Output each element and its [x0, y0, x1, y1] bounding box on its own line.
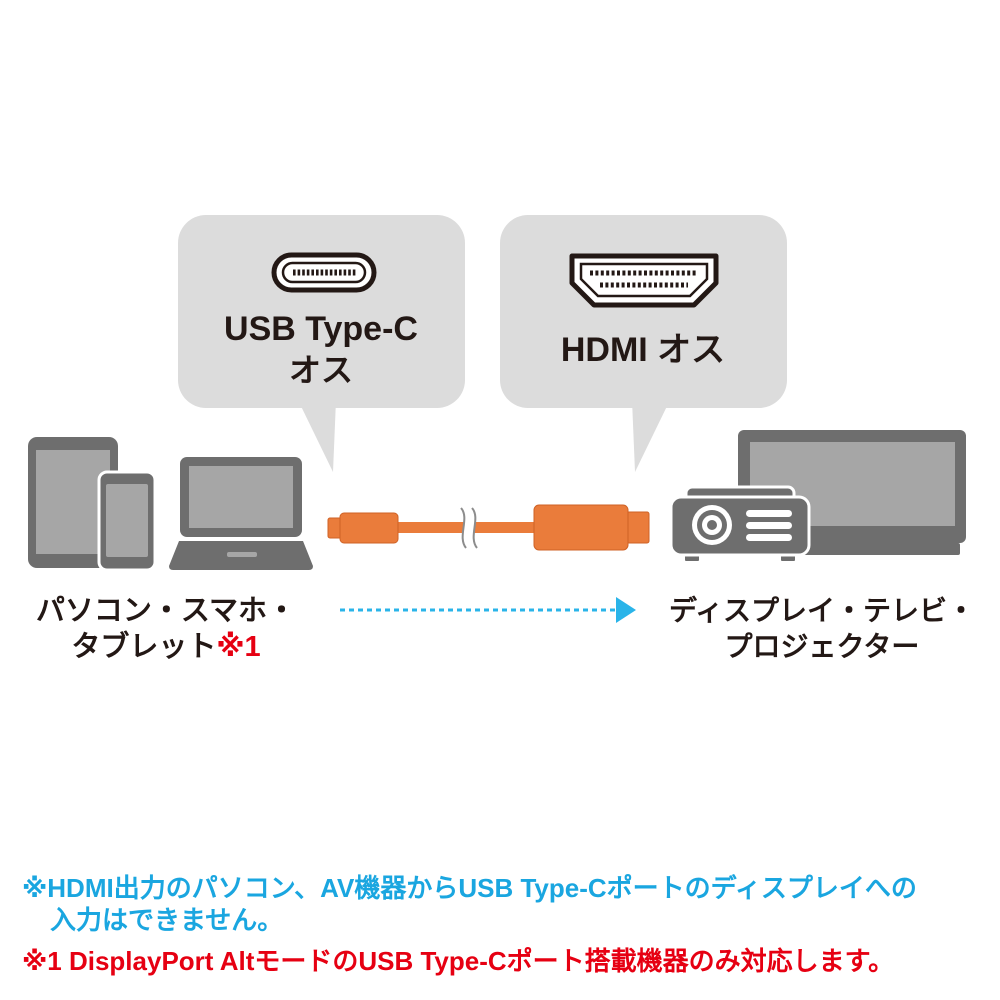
- caution-note-line2: 入力はできません。: [50, 905, 284, 935]
- source-devices-label-line1: パソコン・スマホ・: [35, 595, 297, 627]
- hdmi-connector-label: HDMI オス: [560, 331, 726, 369]
- smartphone-icon: [97, 470, 157, 572]
- footnote-1: ※1 DisplayPort AltモードのUSB Type-Cポート搭載機器の…: [22, 946, 895, 976]
- usb-c-to-hdmi-cable-icon: [327, 504, 650, 551]
- usb-type-c-connector-icon: [271, 252, 377, 293]
- target-devices-label-line2: プロジェクター: [724, 631, 920, 662]
- usb-c-connector-label: USB Type-C: [224, 310, 418, 348]
- source-devices-label-line2: タブレット※1: [71, 633, 260, 662]
- usb-c-gender-label: オス: [288, 352, 354, 388]
- laptop-icon: [169, 457, 313, 570]
- cable-break-mark: [460, 507, 478, 549]
- caution-note-line1: ※HDMI出力のパソコン、AV機器からUSB Type-Cポートのディスプレイへ…: [22, 873, 917, 903]
- dotted-arrow-right-icon: [340, 597, 636, 623]
- hdmi-connector-icon: [569, 253, 719, 308]
- footnote-1-ref: ※1: [216, 631, 261, 663]
- hdmi-plug: [533, 504, 650, 551]
- projector-icon: [669, 485, 811, 563]
- usb-c-speech-bubble: [178, 215, 465, 472]
- source-devices-label-tablet: タブレット: [71, 631, 217, 663]
- target-devices-label-line1: ディスプレイ・テレビ・: [668, 595, 976, 626]
- usb-c-plug: [327, 512, 399, 544]
